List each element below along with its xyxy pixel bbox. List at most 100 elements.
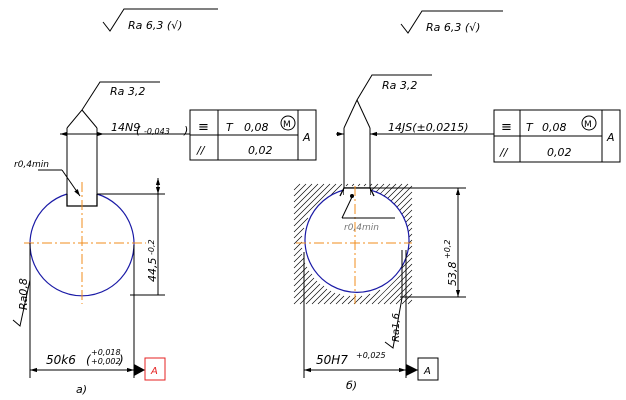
hatch-line	[385, 183, 403, 201]
hatch-line	[293, 183, 307, 197]
surface-roughness-label: Ra0,8	[17, 278, 30, 310]
symmetry-symbol: ≡	[198, 120, 209, 135]
parallel-symbol: //	[499, 146, 509, 159]
hatch-line	[402, 209, 413, 220]
hatch-line	[329, 293, 341, 305]
datum-triangle	[134, 364, 145, 376]
frame-datum: A	[302, 131, 311, 144]
hatch-line	[293, 183, 301, 191]
top-roughness-right: Ra 6,3 (√)	[400, 10, 503, 34]
hatch-line	[389, 281, 413, 305]
hatch-line	[395, 287, 413, 305]
hatch-line	[293, 183, 313, 203]
hatch-line	[293, 183, 337, 227]
key-roughness-label: Ra 3,2	[382, 79, 417, 92]
hatch-line	[363, 183, 367, 187]
hatch-line	[317, 290, 332, 305]
hatch-line	[293, 262, 306, 275]
hatch-line	[311, 288, 328, 305]
hatch-line	[293, 183, 331, 221]
hatch-line	[400, 203, 413, 216]
hatch-line	[401, 293, 413, 305]
hatch-line	[293, 266, 308, 281]
figure-b: Ra 3,2 14JS(±0,0215) r0,4min 53,8 +0,2 R…	[293, 74, 621, 392]
hatch-line	[395, 191, 413, 209]
diameter-tol-lower: +0,002	[91, 357, 121, 366]
key-width-label: 14N9	[111, 121, 140, 134]
hatch-line	[389, 183, 409, 203]
hatch-line	[359, 293, 371, 305]
hatch-line	[293, 227, 305, 239]
frame-value-2: 0,02	[248, 144, 273, 157]
caption: б)	[346, 379, 357, 392]
key-width-label: 14JS(±0,0215)	[388, 121, 469, 134]
fillet-label: r0,4min	[14, 160, 49, 170]
fillet-label: r0,4min	[344, 223, 379, 233]
hatch-line	[351, 183, 355, 187]
max-material-symbol: M	[283, 120, 291, 130]
hatch-line	[293, 183, 319, 209]
depth-label: 53,8	[446, 262, 459, 287]
hatch-line	[382, 183, 397, 198]
key-width-paren-open: (	[136, 124, 141, 137]
depth-label: 44,5	[146, 258, 159, 283]
bore-outline	[304, 189, 410, 293]
key-width-paren-close: )	[183, 124, 188, 137]
hatch-line	[397, 197, 413, 213]
frame-mod: T	[526, 121, 534, 134]
diameter-paren-open: (	[86, 353, 92, 367]
hatch-line	[383, 275, 413, 305]
hatch-line	[357, 183, 361, 187]
hatch-line	[371, 183, 379, 191]
hatch-line	[401, 257, 413, 269]
hatch-line	[293, 257, 305, 269]
datum-triangle	[406, 364, 418, 376]
parallel-symbol: //	[196, 144, 206, 157]
feature-control-frame: ≡ T 0,08 M // 0,02 A	[189, 109, 317, 161]
hatch-line	[293, 253, 303, 263]
hatch-line	[293, 247, 303, 257]
datum-box	[144, 357, 166, 381]
hatch-line	[345, 183, 349, 187]
symmetry-symbol: ≡	[501, 120, 512, 135]
hatch-line	[293, 235, 303, 245]
frame-value-1: 0,08	[244, 121, 269, 134]
diameter-tol-upper: +0,025	[356, 351, 386, 360]
hatch-line	[405, 251, 413, 259]
hatch-line	[293, 217, 309, 233]
surface-roughness-label: Ra1,6	[391, 313, 402, 342]
hatch-line	[371, 263, 413, 305]
key-roughness-label: Ra 3,2	[110, 85, 145, 98]
hatch-line	[293, 280, 318, 305]
hatch-line	[407, 299, 413, 305]
hatch-line	[365, 289, 381, 305]
frame-datum: A	[606, 131, 615, 144]
hatch-line	[305, 285, 325, 305]
frame-value-1: 0,08	[542, 121, 567, 134]
figure-a: Ra 3,2 14N9 -0,043 ( ) r0,4min 44,5 -0,2…	[12, 81, 317, 396]
frame-mod: T	[226, 121, 234, 134]
hatch-line	[293, 270, 310, 287]
roughness-label: Ra 6,3 (√)	[128, 19, 182, 32]
hatch-line	[329, 183, 343, 197]
depth-tol: -0,2	[147, 239, 156, 255]
roughness-label: Ra 6,3 (√)	[426, 21, 480, 34]
frame-value-2: 0,02	[547, 146, 572, 159]
datum-label: A	[150, 366, 158, 377]
hatch-line	[392, 185, 413, 206]
caption: а)	[76, 383, 87, 396]
hatch-line	[341, 295, 351, 305]
datum-label: A	[423, 366, 431, 377]
hatch-line	[323, 292, 336, 305]
diameter-paren-close: )	[118, 353, 124, 367]
hatch-line	[378, 183, 391, 196]
max-material-symbol: M	[584, 120, 592, 130]
datum-box	[417, 357, 439, 381]
hatch-line	[335, 295, 345, 305]
hatch-line	[293, 273, 313, 293]
feature-control-frame: ≡ T 0,08 M // 0,02 A	[493, 109, 621, 163]
diameter-label: 50H7	[316, 353, 348, 367]
diameter-label: 50k6	[46, 353, 76, 367]
depth-tol: +0,2	[443, 240, 452, 259]
